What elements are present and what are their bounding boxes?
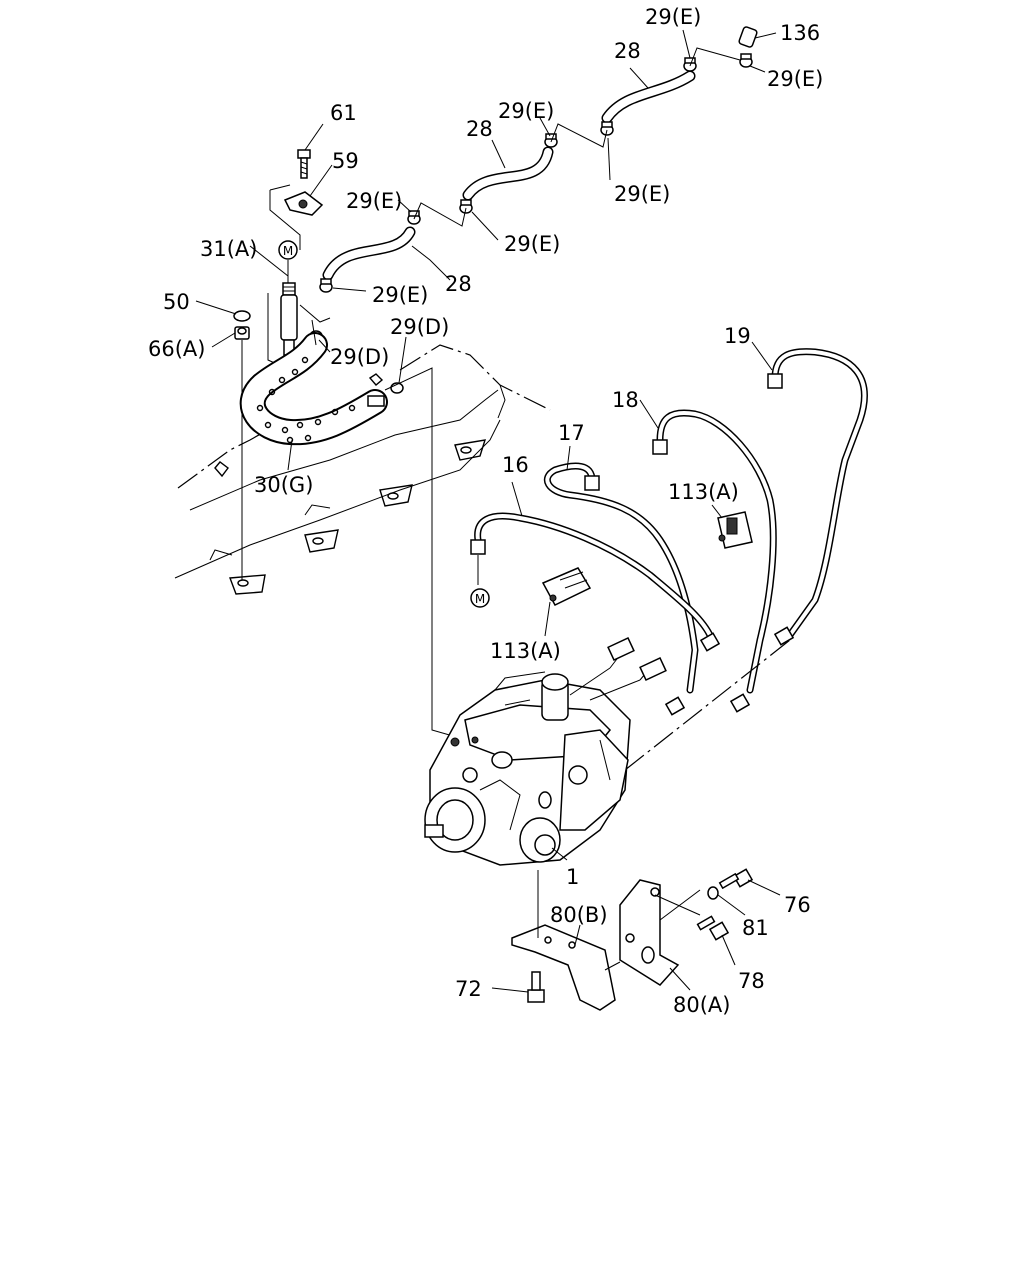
leak-off-pipe-30g [239,332,388,446]
label-1: 1 [566,865,579,889]
bolt-78 [696,915,730,941]
label-28: 28 [466,117,493,141]
label-113a: 113(A) [490,639,561,663]
svg-text:M: M [475,592,485,606]
label-31a: 31(A) [200,237,257,261]
label-81: 81 [742,916,769,940]
hose-clamp [683,57,697,72]
label-50: 50 [163,290,190,314]
hose-clamp [407,210,421,225]
return-hose-middle [462,146,554,201]
nut-66a [234,326,250,340]
return-hose-lower [322,226,416,281]
svg-text:M: M [283,244,293,258]
hose-clamp [319,278,333,293]
part-labels: 136 29(E) 29(E) 28 29(E) 28 29(E) 61 59 … [148,5,823,1017]
injection-pump [424,637,667,866]
hose-clamp [739,53,753,68]
injection-pipe-17 [543,462,699,694]
label-18: 18 [612,388,639,412]
return-hose-upper [601,70,696,124]
leader-lines [195,29,781,993]
bracket-59 [283,191,324,216]
label-136: 136 [780,21,820,45]
injection-pipe-16 [470,512,716,644]
label-29e: 29(E) [498,99,554,123]
injection-pipe-19 [767,348,868,639]
engine-block-outline [174,344,551,595]
label-80a: 80(A) [673,993,730,1017]
label-76: 76 [784,893,811,917]
label-29e: 29(E) [346,189,402,213]
label-61: 61 [330,101,357,125]
hose-clamp [544,133,558,148]
label-29e: 29(E) [372,283,428,307]
gasket-pad [304,529,339,553]
label-28: 28 [445,272,472,296]
gasket-pad [229,574,266,595]
bracket-80b [511,924,616,1011]
label-113a: 113(A) [668,480,739,504]
label-29e: 29(E) [504,232,560,256]
bolt-76 [718,868,754,890]
pipe-clamp-113a-upper [717,511,753,549]
m-marker-lower: M [470,588,490,608]
washer-50 [233,310,251,322]
gasket-pad [379,484,413,507]
label-29d: 29(D) [390,315,449,339]
label-66a: 66(A) [148,337,205,361]
bracket-80a [619,879,680,986]
injection-pipe-18 [652,409,777,694]
label-29d: 29(D) [330,345,389,369]
hose-clamp [600,121,614,136]
pipe-clamp-113a-lower [541,567,592,606]
label-78: 78 [738,969,765,993]
hose-clamp [459,199,473,214]
gasket-pad [454,439,487,461]
bolt-72 [527,971,545,1003]
label-80b: 80(B) [550,903,608,927]
label-29e: 29(E) [614,182,670,206]
m-marker-upper: M [278,240,298,260]
bolt-61 [297,149,311,179]
label-72: 72 [455,977,482,1001]
injection-nozzle [280,282,298,356]
label-19: 19 [724,324,751,348]
label-29e: 29(E) [645,5,701,29]
label-29e: 29(E) [767,67,823,91]
washer-81 [707,886,719,900]
label-17: 17 [558,421,585,445]
label-28: 28 [614,39,641,63]
hose-fitting-136 [738,26,758,48]
label-16: 16 [502,453,529,477]
label-30g: 30(G) [254,473,313,497]
label-59: 59 [332,149,359,173]
